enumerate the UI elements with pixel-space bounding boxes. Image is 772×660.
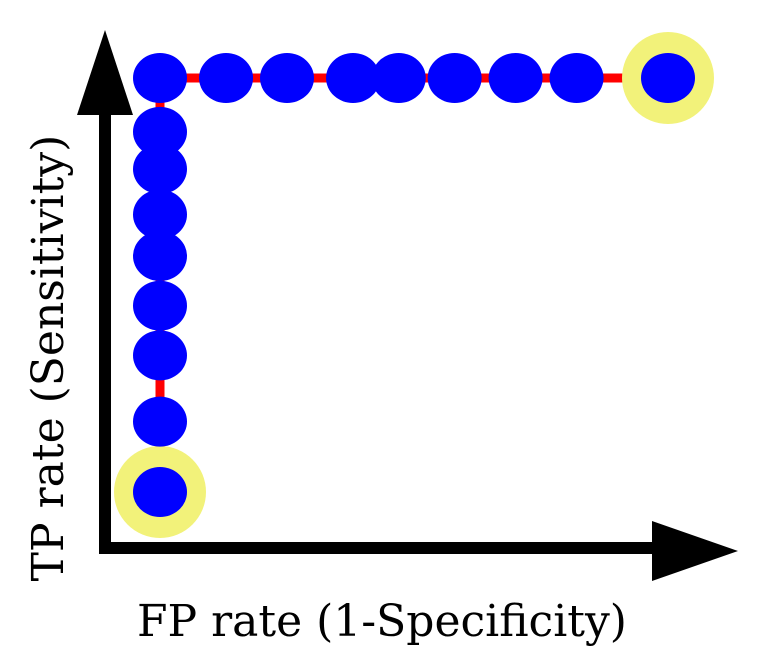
y-axis-label: TP rate (Sensitivity) (23, 135, 74, 582)
data-point (133, 396, 187, 447)
data-point (133, 106, 187, 157)
data-point (133, 467, 187, 517)
data-point (133, 144, 187, 195)
data-point (488, 53, 543, 103)
data-point (549, 53, 604, 103)
data-point (371, 53, 426, 103)
data-point (326, 53, 381, 103)
x-axis-label: FP rate (1-Specificity) (137, 596, 627, 647)
data-point (133, 231, 187, 282)
data-point (133, 280, 187, 331)
data-point (133, 189, 187, 240)
data-point (260, 53, 314, 103)
highlight-rings (114, 32, 714, 538)
data-point (199, 53, 254, 103)
curve-line (155, 73, 668, 492)
roc-curve (155, 73, 668, 492)
x-axis-arrowhead (652, 521, 738, 581)
data-point (641, 53, 695, 103)
data-point (133, 330, 187, 381)
data-points (133, 53, 695, 517)
data-point (133, 53, 187, 103)
axes (77, 30, 738, 581)
y-axis-arrowhead (77, 30, 133, 115)
data-point (427, 53, 482, 103)
